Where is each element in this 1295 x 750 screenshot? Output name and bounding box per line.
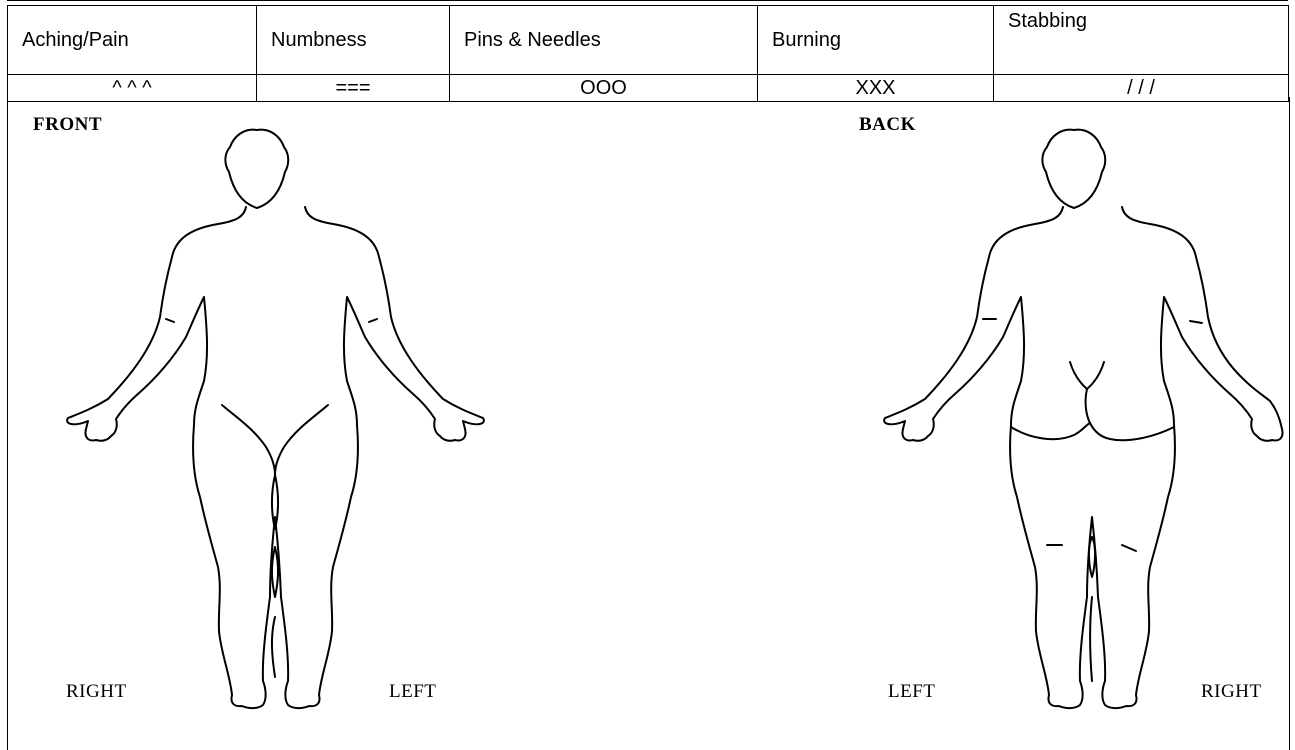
front-right-label: RIGHT (66, 681, 127, 703)
back-right-label: RIGHT (1201, 681, 1262, 703)
back-body-outline (884, 130, 1282, 708)
legend-name-aching: Aching/Pain (8, 6, 257, 75)
front-left-label: LEFT (389, 681, 436, 703)
back-left-label: LEFT (888, 681, 935, 703)
legend-name-burning: Burning (758, 6, 994, 75)
body-outlines (8, 97, 1289, 750)
legend-name-stabbing: Stabbing (994, 6, 1289, 75)
body-diagram-panel: FRONT RIGHT LEFT BACK LEFT RIGHT (7, 97, 1290, 750)
back-view-title: BACK (859, 114, 916, 136)
symptom-legend-table: Aching/Pain Numbness Pins & Needles Burn… (7, 5, 1289, 102)
legend-name-numbness: Numbness (257, 6, 450, 75)
legend-names-row: Aching/Pain Numbness Pins & Needles Burn… (8, 6, 1289, 75)
legend-name-pins-needles: Pins & Needles (450, 6, 758, 75)
front-view-title: FRONT (33, 114, 102, 136)
top-edge-line (7, 0, 1288, 1)
front-body-outline (67, 130, 484, 708)
